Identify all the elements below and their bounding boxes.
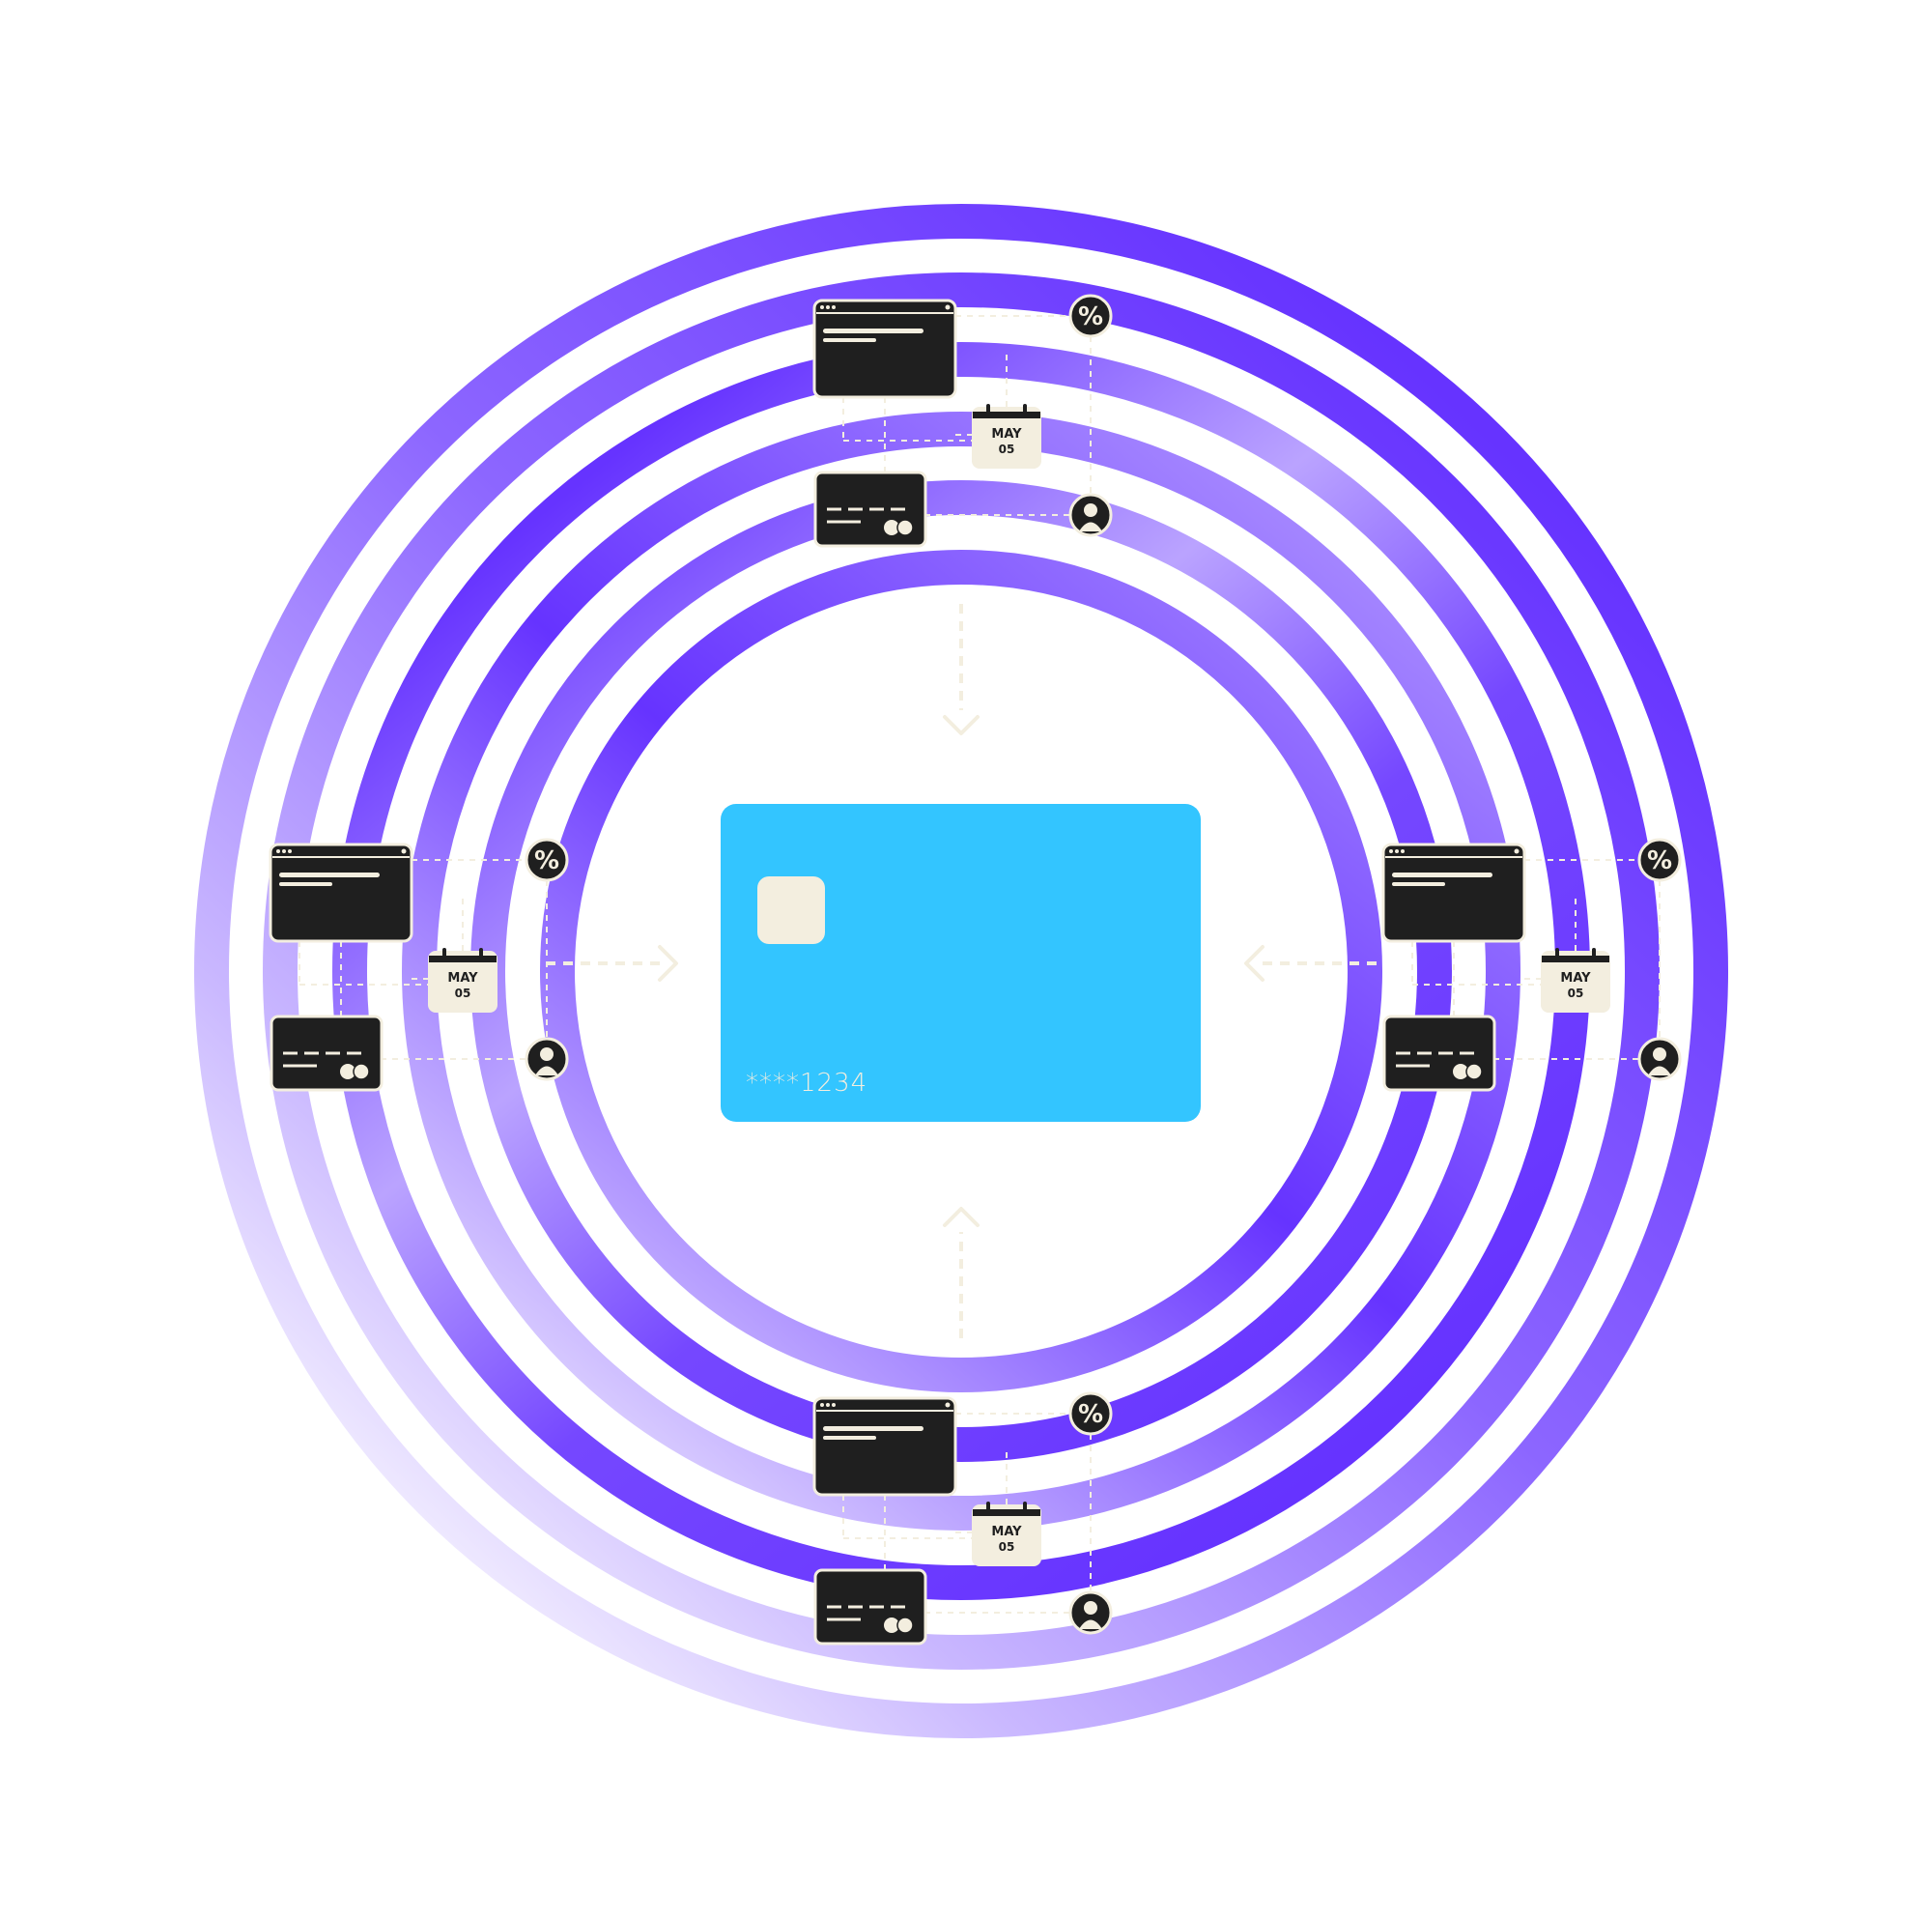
percent-icon: % (525, 838, 569, 882)
user-icon (1068, 493, 1113, 537)
svg-text:%: % (1078, 1400, 1103, 1429)
calendar-month: MAY (447, 971, 478, 986)
svg-text:%: % (534, 846, 559, 875)
ring-2 (263, 272, 1660, 1670)
calendar-day: 05 (999, 1540, 1015, 1554)
browser-window-icon (812, 1396, 957, 1497)
user-icon (1068, 1590, 1113, 1635)
central-credit-card: ****1234 (721, 804, 1201, 1122)
browser-window-icon (269, 843, 413, 943)
calendar-month: MAY (991, 1525, 1022, 1539)
credit-card-icon (1382, 1015, 1496, 1092)
arrow-head (1244, 945, 1264, 982)
ring-4 (402, 412, 1520, 1531)
dashed-connectors (298, 315, 1661, 1614)
svg-text:%: % (1078, 302, 1103, 331)
ring-1 (194, 204, 1728, 1738)
calendar-month: MAY (991, 427, 1022, 442)
user-icon (1637, 1037, 1682, 1081)
credit-card-icon (813, 471, 927, 548)
arrow-down (943, 604, 980, 735)
ring-6 (540, 550, 1382, 1392)
arrow-head (658, 945, 678, 982)
percent-icon: % (1068, 294, 1113, 338)
calendar-day: 05 (999, 443, 1015, 456)
arrow-left (1244, 945, 1377, 982)
arrow-up (943, 1207, 980, 1338)
browser-window-icon (812, 299, 957, 399)
percent-icon: % (1068, 1391, 1113, 1436)
arrow-right (546, 945, 678, 982)
arrow-head (943, 715, 980, 735)
card-chip (757, 876, 825, 944)
calendar-day: 05 (455, 987, 471, 1000)
percent-icon: % (1637, 838, 1682, 882)
calendar-day: 05 (1568, 987, 1584, 1000)
credit-card-icon (270, 1015, 384, 1092)
flow-arrows (546, 604, 1377, 1338)
svg-text:%: % (1647, 846, 1672, 875)
arrow-head (943, 1207, 980, 1227)
card-body (721, 804, 1201, 1122)
credit-card-icon (813, 1568, 927, 1646)
user-icon (525, 1037, 569, 1081)
card-number: ****1234 (746, 1069, 867, 1098)
calendar-month: MAY (1560, 971, 1591, 986)
browser-window-icon (1381, 843, 1526, 943)
